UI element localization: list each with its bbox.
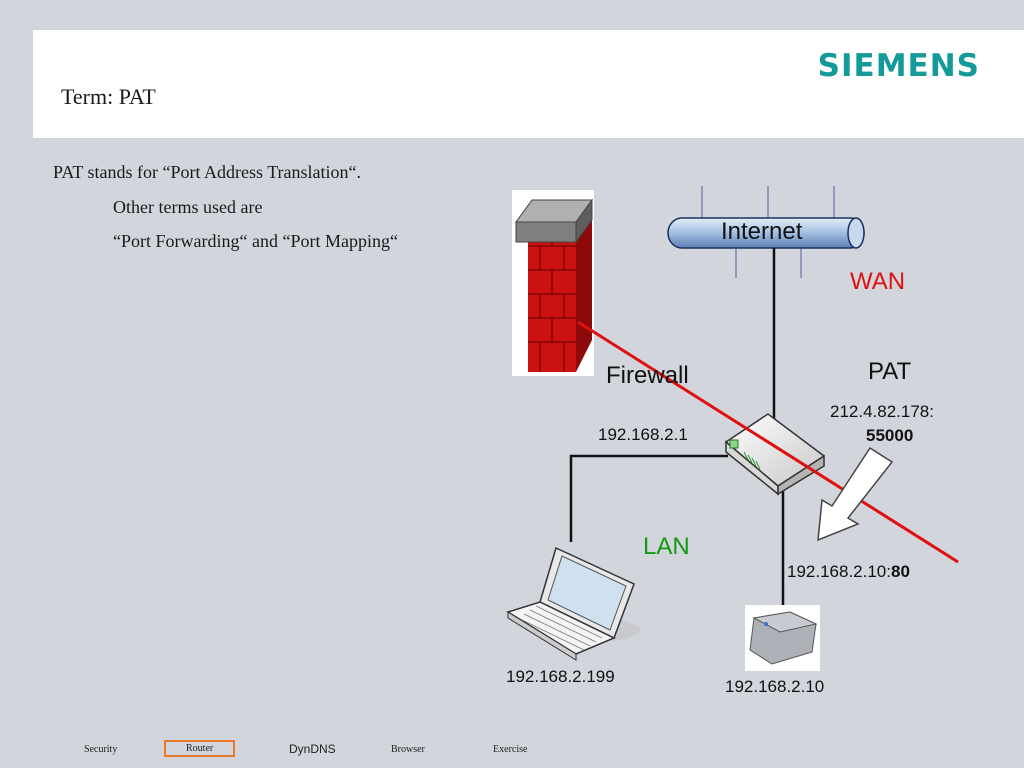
page-title: Term: PAT: [61, 84, 156, 109]
network-cables: [569, 248, 785, 606]
target-address-label: 192.168.2.10:80: [787, 562, 910, 582]
wan-label: WAN: [850, 268, 906, 295]
server-device-icon: [745, 605, 820, 671]
body-line-3: “Port Forwarding“ and “Port Mapping“: [113, 231, 398, 251]
body-line-2: Other terms used are: [113, 197, 263, 217]
wan-boundary-line: [577, 320, 959, 564]
wan-ip-label: 212.4.82.178:: [830, 402, 934, 421]
lan-label: LAN: [643, 533, 690, 560]
wan-port-label: 55000: [866, 426, 914, 445]
firewall-icon: [512, 190, 594, 376]
nav-exercise[interactable]: Exercise: [493, 744, 528, 755]
internet-lines: [701, 186, 835, 278]
internet-label: Internet: [721, 218, 803, 245]
nav-browser[interactable]: Browser: [391, 744, 425, 755]
device-ip-label: 192.168.2.10: [725, 677, 825, 696]
nav-dyndns[interactable]: DynDNS: [289, 742, 336, 756]
laptop-ip-label: 192.168.2.199: [506, 667, 615, 686]
nav-router[interactable]: Router: [164, 740, 236, 757]
siemens-logo: SIEMENS: [817, 48, 980, 84]
firewall-label: Firewall: [606, 362, 689, 389]
target-port: 80: [890, 562, 910, 581]
nav-security[interactable]: Security: [84, 744, 118, 755]
body-line-1: PAT stands for “Port Address Translation…: [53, 162, 362, 182]
router-ip-label: 192.168.2.1: [598, 425, 688, 444]
pat-label: PAT: [868, 358, 912, 385]
target-ip: 192.168.2.10:: [787, 562, 891, 581]
pat-arrow-icon: [817, 446, 894, 542]
laptop-icon: [506, 546, 640, 661]
internet-cloud-icon: [667, 217, 865, 249]
header-bar: Term: PAT SIEMENS: [33, 30, 1024, 138]
